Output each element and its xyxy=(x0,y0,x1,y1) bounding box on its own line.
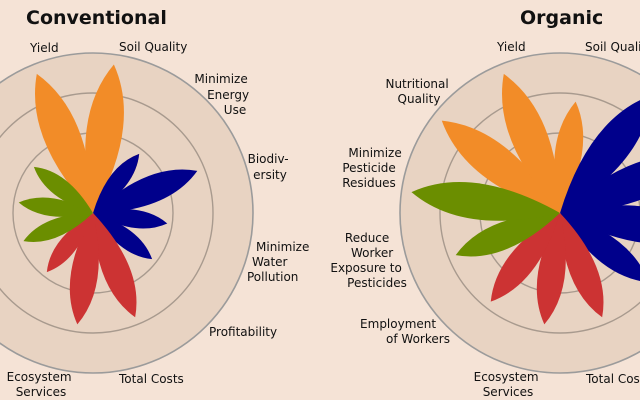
conventional-label-ecosystem: Ecosystem Services xyxy=(7,370,76,399)
conventional-petal-s1-c2 xyxy=(93,153,140,213)
organic-label-employment: Employment of Workers xyxy=(360,317,450,346)
conventional-petal-s3-c9 xyxy=(23,213,93,242)
organic-ring-2 xyxy=(439,92,640,334)
organic-label-soil-quality: Soil Quality xyxy=(585,40,640,54)
conventional-label-biodiversity: Biodiv- ersity xyxy=(248,152,293,182)
organic-petal-s1-c2 xyxy=(560,161,640,213)
organic-petal-s1-c1 xyxy=(560,100,640,213)
conventional-petal-s2-c7 xyxy=(69,213,99,325)
conventional-panel xyxy=(0,52,254,374)
conventional-title: Conventional xyxy=(26,7,167,29)
organic-petal-s0-c10 xyxy=(441,120,560,213)
conventional-petal-s3-c11 xyxy=(33,166,93,213)
organic-label-ecosystem: Ecosystem Services xyxy=(474,370,543,399)
conventional-label-water: Minimize Water Pollution xyxy=(247,240,313,284)
conventional-label-yield: Yield xyxy=(29,41,59,55)
organic-panel xyxy=(399,52,640,374)
organic-label-worker-exposure: Reduce Worker Exposure to Pesticides xyxy=(330,231,406,290)
conventional-ring-2 xyxy=(0,92,214,334)
organic-petal-s1-c3 xyxy=(560,205,640,243)
organic-petal-s2-c6 xyxy=(536,213,566,325)
organic-label-total-costs: Total Costs xyxy=(585,372,640,386)
organic-petal-s2-c5 xyxy=(560,213,604,318)
organic-petal-s3-c8 xyxy=(455,213,560,257)
organic-petals xyxy=(411,73,640,325)
conventional-petal-s1-c3 xyxy=(93,169,198,213)
conventional-petal-s1-c4 xyxy=(93,209,168,229)
conventional-petal-s0-c1 xyxy=(85,64,124,213)
organic-petal-s2-c7 xyxy=(490,213,560,302)
conventional-petal-s0-c0 xyxy=(35,73,93,213)
conventional-petal-s1-c5 xyxy=(93,213,153,260)
conventional-label-profitability: Profitability xyxy=(209,325,277,339)
conventional-label-total-costs: Total Costs xyxy=(118,372,184,386)
organic-petal-s3-c9 xyxy=(411,182,560,221)
conventional-petals xyxy=(18,64,198,325)
organic-title: Organic xyxy=(520,7,603,29)
conventional-petal-s2-c8 xyxy=(46,213,93,273)
organic-label-yield: Yield xyxy=(496,40,526,54)
organic-label-pesticide-residues: Minimize Pesticide Residues xyxy=(342,146,405,190)
conventional-label-soil-quality: Soil Quality xyxy=(119,40,187,54)
organic-petal-s1-c4 xyxy=(560,213,640,281)
organic-label-nutritional: Nutritional Quality xyxy=(385,77,452,106)
conventional-petal-s2-c6 xyxy=(93,213,137,318)
conventional-petal-s3-c10 xyxy=(18,197,93,217)
conventional-label-energy: Minimize Energy Use xyxy=(194,72,253,117)
organic-petal-s0-c11 xyxy=(502,73,560,213)
organic-petal-s0-c0 xyxy=(554,101,584,213)
